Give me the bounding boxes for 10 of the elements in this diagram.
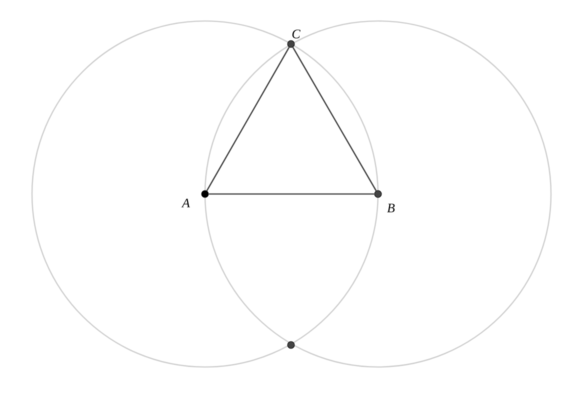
- segment: [206, 46, 290, 192]
- point-label: C: [292, 30, 300, 38]
- point: [287, 40, 295, 48]
- segment: [292, 46, 377, 192]
- point: [287, 341, 295, 349]
- point: [201, 190, 209, 198]
- point: [374, 190, 382, 198]
- point-label: A: [181, 198, 190, 208]
- segment: [208, 193, 374, 195]
- point-label: B: [387, 204, 395, 212]
